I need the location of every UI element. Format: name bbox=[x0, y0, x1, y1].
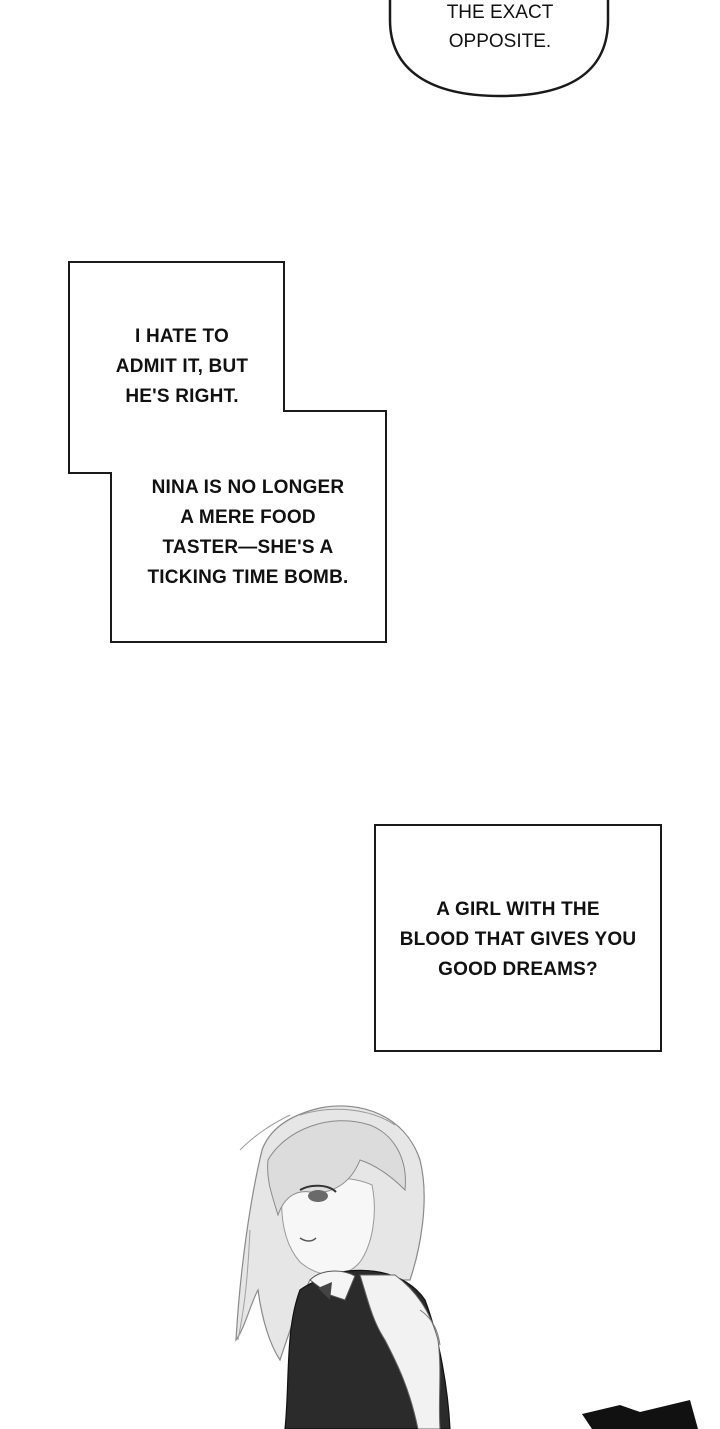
speech-bubble: THE EXACT OPPOSITE. bbox=[420, 0, 580, 56]
eye-icon bbox=[308, 1190, 328, 1202]
caption-box-2-text: A GIRL WITH THE BLOOD THAT GIVES YOU GOO… bbox=[388, 895, 648, 985]
caption-1a-line-3: HE'S RIGHT. bbox=[125, 386, 239, 407]
caption-box-1-part-a: I HATE TO ADMIT IT, BUT HE'S RIGHT. bbox=[87, 322, 277, 412]
caption-1b-line-1: NINA IS NO LONGER bbox=[151, 477, 345, 498]
speech-bubble-line-1: THE EXACT bbox=[446, 2, 554, 23]
caption-1b-line-4: TICKING TIME BOMB. bbox=[147, 567, 349, 588]
caption-2-line-3: GOOD DREAMS? bbox=[438, 959, 598, 980]
caption-1b-line-3: TASTER—SHE'S A bbox=[162, 537, 334, 558]
speech-bubble-line-2: OPPOSITE. bbox=[448, 31, 552, 52]
caption-1a-line-2: ADMIT IT, BUT bbox=[115, 356, 249, 377]
caption-2-line-2: BLOOD THAT GIVES YOU bbox=[399, 929, 637, 950]
caption-box-1-part-b: NINA IS NO LONGER A MERE FOOD TASTER—SHE… bbox=[128, 473, 368, 593]
caption-box-2 bbox=[374, 824, 662, 1052]
caption-1a-line-1: I HATE TO bbox=[135, 326, 229, 347]
caption-1b-line-2: A MERE FOOD bbox=[180, 507, 316, 528]
caption-2-line-1: A GIRL WITH THE bbox=[436, 899, 600, 920]
